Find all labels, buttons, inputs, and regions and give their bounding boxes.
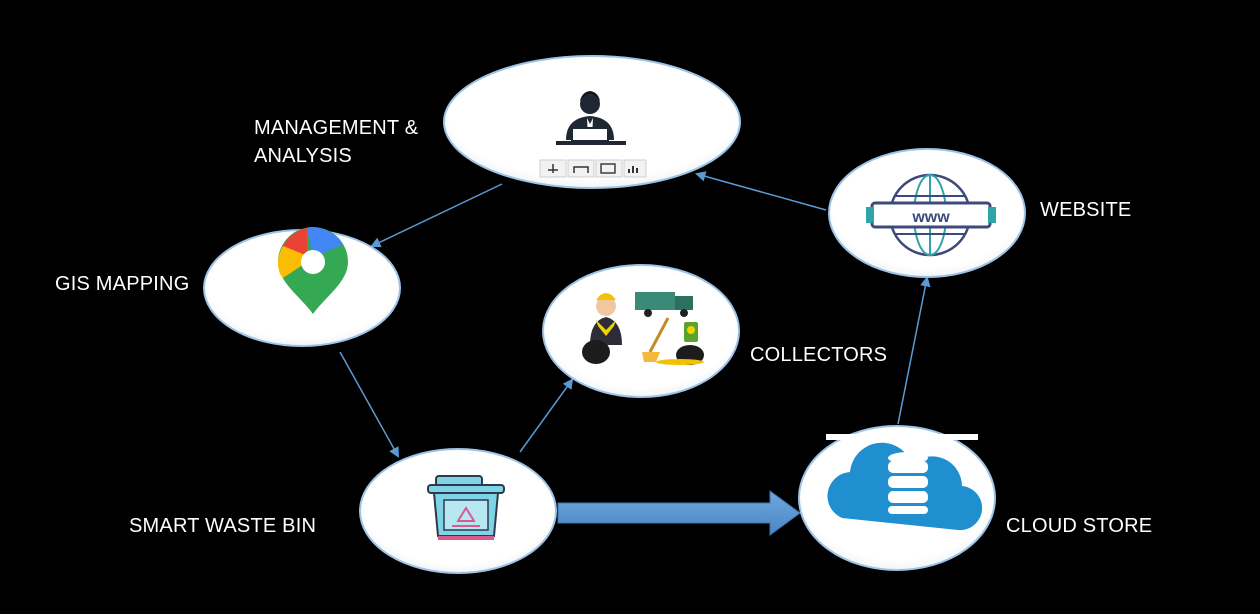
node-management xyxy=(443,55,741,189)
connector-cloud-to-website xyxy=(897,275,931,425)
connector-bin-to-collectors xyxy=(519,378,574,453)
label-website: WEBSITE xyxy=(1040,199,1132,221)
node-collectors xyxy=(542,264,740,398)
map-pin-icon xyxy=(278,227,348,314)
connector-management-to-gis xyxy=(370,183,503,248)
svg-text:www: www xyxy=(911,209,950,226)
node-bin xyxy=(359,448,557,574)
waste-collectors-icon xyxy=(582,292,704,365)
connector-bin-to-cloud-block-arrow xyxy=(557,490,801,536)
label-gis: GIS MAPPING xyxy=(55,273,190,295)
cloud-database-icon xyxy=(827,442,983,531)
label-cloud: CLOUD STORE xyxy=(1006,515,1153,537)
label-management: MANAGEMENT & ANALYSIS xyxy=(254,114,418,170)
www-globe-icon: www xyxy=(866,173,996,257)
label-management-line2: ANALYSIS xyxy=(254,145,352,167)
node-gis xyxy=(203,227,401,347)
label-management-line1: MANAGEMENT & xyxy=(254,117,419,139)
recycle-bin-icon xyxy=(427,475,505,540)
manager-at-desk-icon xyxy=(539,91,647,178)
connector-gis-to-bin xyxy=(339,351,400,458)
node-website: www xyxy=(828,148,1026,278)
node-cloud xyxy=(798,425,996,571)
label-bin: SMART WASTE BIN xyxy=(129,515,317,537)
connector-website-to-management xyxy=(694,171,827,211)
label-collectors: COLLECTORS xyxy=(750,344,888,366)
